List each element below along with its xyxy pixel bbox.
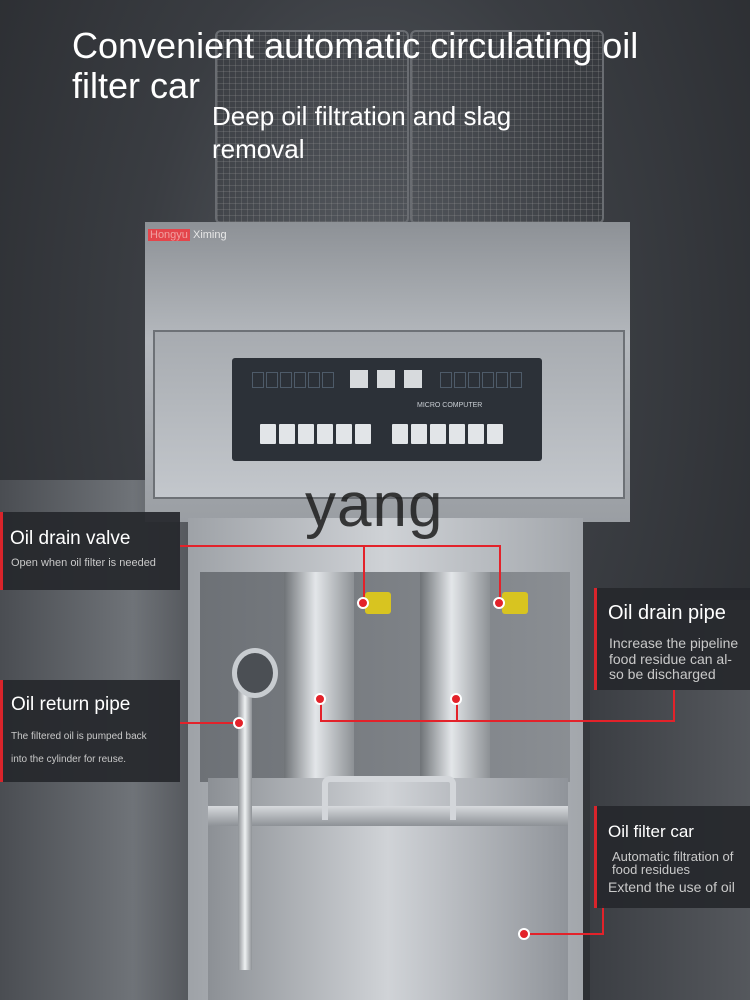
- return-pipe: [238, 670, 252, 970]
- return-pipe-head: [232, 648, 278, 698]
- callout-title: Oil filter car: [608, 822, 694, 841]
- callout-accent-bar: [0, 680, 3, 782]
- drain-pipe-left: [284, 572, 354, 812]
- callout-accent-bar: [594, 806, 597, 908]
- callout-desc-line1: Increase the pipeline: [609, 635, 739, 651]
- marker-return-pipe: [233, 717, 245, 729]
- callout-oil-filter-car: Oil filter car Automatic filtration of f…: [594, 806, 750, 908]
- control-panel-label: MICRO COMPUTER: [417, 402, 483, 409]
- lightning-button: [377, 370, 395, 388]
- callout-title: Oil drain pipe: [608, 602, 726, 624]
- drain-valve-right: [502, 592, 528, 614]
- control-panel: MICRO COMPUTER: [232, 358, 542, 461]
- display-right: [440, 372, 522, 388]
- marker-valve-right: [493, 597, 505, 609]
- line-valve-h2: [363, 545, 500, 547]
- callout-title: Oil return pipe: [11, 694, 131, 715]
- callout-desc-line2: food residues: [612, 862, 691, 877]
- marker-filter-car: [518, 928, 530, 940]
- page-title: Convenient automatic circulating oil fil…: [72, 25, 639, 106]
- callout-accent-bar: [594, 588, 597, 690]
- callout-desc-line3: Extend the use of oil: [608, 879, 735, 895]
- drain-pipe-right: [420, 572, 490, 812]
- line-valve-h1: [180, 545, 363, 547]
- line-drain-right-v: [456, 700, 458, 722]
- drain-valve-left: [365, 592, 391, 614]
- callout-desc-line1: The filtered oil is pumped back: [11, 731, 147, 742]
- brand-name: Ximing: [192, 229, 227, 241]
- line-drain-pipe-h: [320, 720, 675, 722]
- marker-valve-left: [357, 597, 369, 609]
- line-return: [180, 722, 238, 724]
- fryer-basket-right: [410, 30, 604, 224]
- cart-handle: [322, 776, 456, 820]
- callout-title: Oil drain valve: [10, 528, 131, 549]
- line-drain-pipe-v: [673, 690, 675, 722]
- callout-oil-return-pipe: Oil return pipe The filtered oil is pump…: [0, 680, 180, 782]
- callout-oil-drain-pipe: Oil drain pipe Increase the pipeline foo…: [594, 588, 750, 690]
- callout-desc-line2: into the cylinder for reuse.: [11, 754, 127, 765]
- callout-accent-bar: [0, 512, 3, 590]
- marker-drain-pipe-left: [314, 693, 326, 705]
- display-left: [252, 372, 334, 388]
- page-subtitle: Deep oil filtration and slag removal: [212, 101, 512, 164]
- callout-desc-line1: Automatic filtration of: [612, 849, 734, 864]
- power-button-left: [350, 370, 368, 388]
- line-drain-left-v: [320, 700, 322, 722]
- callout-desc: Open when oil filter is needed: [11, 557, 156, 569]
- fryer-basket-left: [215, 30, 409, 224]
- cart-rim: [208, 806, 568, 826]
- line-filter-car-h: [524, 933, 604, 935]
- line-valve-v1: [363, 545, 365, 597]
- keypad-right: [392, 424, 503, 444]
- power-button-right: [404, 370, 422, 388]
- brand-prefix: Hongyu: [148, 229, 190, 241]
- brand-label: Hongyu Ximing: [148, 229, 227, 241]
- line-valve-v2: [499, 545, 501, 597]
- watermark: yang: [305, 471, 444, 540]
- callout-desc-line2: food residue can al-: [609, 651, 732, 667]
- callout-desc-line3: so be discharged: [609, 666, 716, 682]
- marker-drain-pipe-right: [450, 693, 462, 705]
- line-filter-car-v: [602, 905, 604, 935]
- keypad-left: [260, 424, 371, 444]
- callout-oil-drain-valve: Oil drain valve Open when oil filter is …: [0, 512, 180, 590]
